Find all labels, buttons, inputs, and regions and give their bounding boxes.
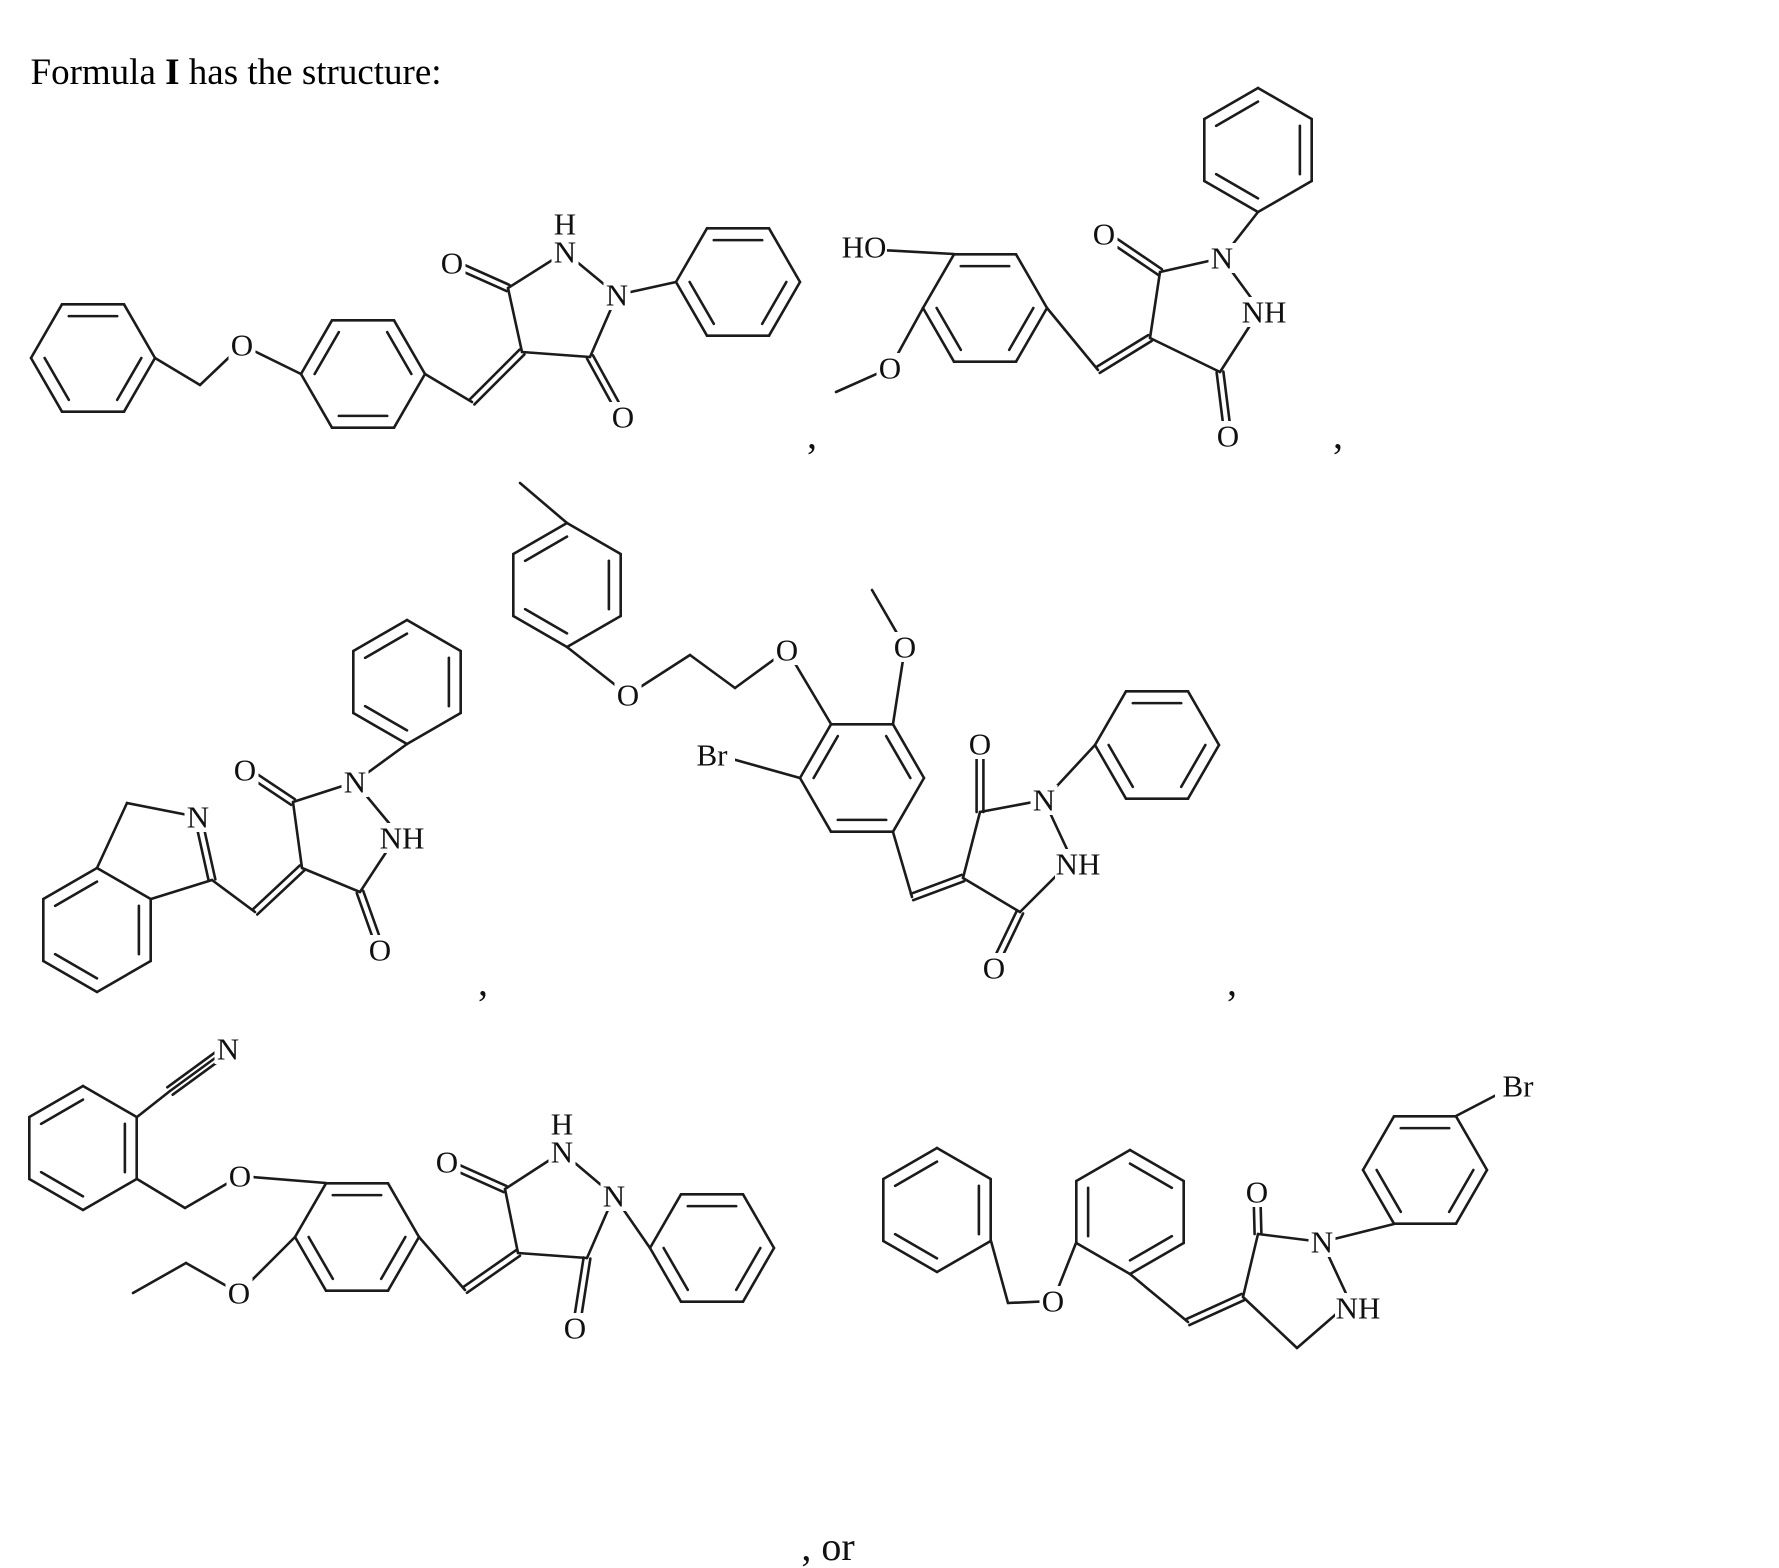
- atom-label-nh: NH: [1056, 847, 1101, 882]
- atom-label-o: O: [983, 951, 1005, 986]
- atom-label-n: N: [1211, 241, 1233, 276]
- atom-label-o: O: [564, 1311, 586, 1346]
- atom-label-nh: NH: [1336, 1291, 1381, 1326]
- atom-label-n: N: [554, 235, 576, 270]
- atom-label-n: N: [217, 1032, 239, 1067]
- atom-label-o: O: [229, 1159, 251, 1194]
- atom-label-br: Br: [697, 738, 729, 773]
- separator-1: ,: [807, 412, 817, 457]
- atom-label-n: N: [1033, 783, 1055, 818]
- atom-label-o: O: [1093, 217, 1115, 252]
- intro-text: Formula I has the structure:: [12, 8, 442, 94]
- atom-label-n: N: [344, 765, 366, 800]
- atom-label-n: N: [551, 1135, 573, 1170]
- structure-2-hydroxy-methoxybenzylidene-phenyl-pyrazolidinedione: HO O O N NH O: [834, 86, 1313, 454]
- intro-text-post: has the structure:: [179, 52, 442, 93]
- atom-label-br: Br: [1503, 1069, 1535, 1104]
- atom-label-o: O: [441, 246, 463, 281]
- separator-5: , or: [801, 1524, 854, 1568]
- atom-label-o: O: [879, 351, 901, 386]
- atom-label-nh: NH: [380, 821, 425, 856]
- structure-6-benzyloxybenzylidene-bromophenyl-pyrazolidinone: O O NNH Br: [882, 1069, 1541, 1350]
- atom-label-n: N: [1311, 1225, 1333, 1260]
- atom-label-o: O: [776, 633, 798, 668]
- atom-label-o: O: [234, 753, 256, 788]
- atom-label-nh: NH: [1242, 295, 1287, 330]
- atom-label-o: O: [894, 630, 916, 665]
- atom-label-o: O: [1217, 419, 1239, 454]
- intro-text-pre: Formula: [30, 52, 166, 93]
- atom-label-o: O: [617, 678, 639, 713]
- formula-id: I: [165, 52, 180, 93]
- atom-label-o: O: [1042, 1284, 1064, 1319]
- atom-label-o: O: [231, 328, 253, 363]
- atom-label-o: O: [612, 400, 634, 435]
- separator-3: ,: [478, 959, 488, 1004]
- atom-label-n: N: [187, 800, 209, 835]
- atom-label-n: N: [603, 1179, 625, 1214]
- atom-label-o: O: [1246, 1175, 1268, 1210]
- atom-label-o: O: [228, 1276, 250, 1311]
- atom-label-o: O: [369, 933, 391, 968]
- atom-label-o: O: [436, 1145, 458, 1180]
- atom-label-h: H: [551, 1107, 573, 1142]
- atom-label-ho: HO: [842, 230, 887, 265]
- separator-2: ,: [1333, 412, 1343, 457]
- atom-label-n: N: [606, 278, 628, 313]
- separator-4: ,: [1227, 959, 1237, 1004]
- atom-label-o: O: [969, 727, 991, 762]
- atom-label-h: H: [554, 207, 576, 242]
